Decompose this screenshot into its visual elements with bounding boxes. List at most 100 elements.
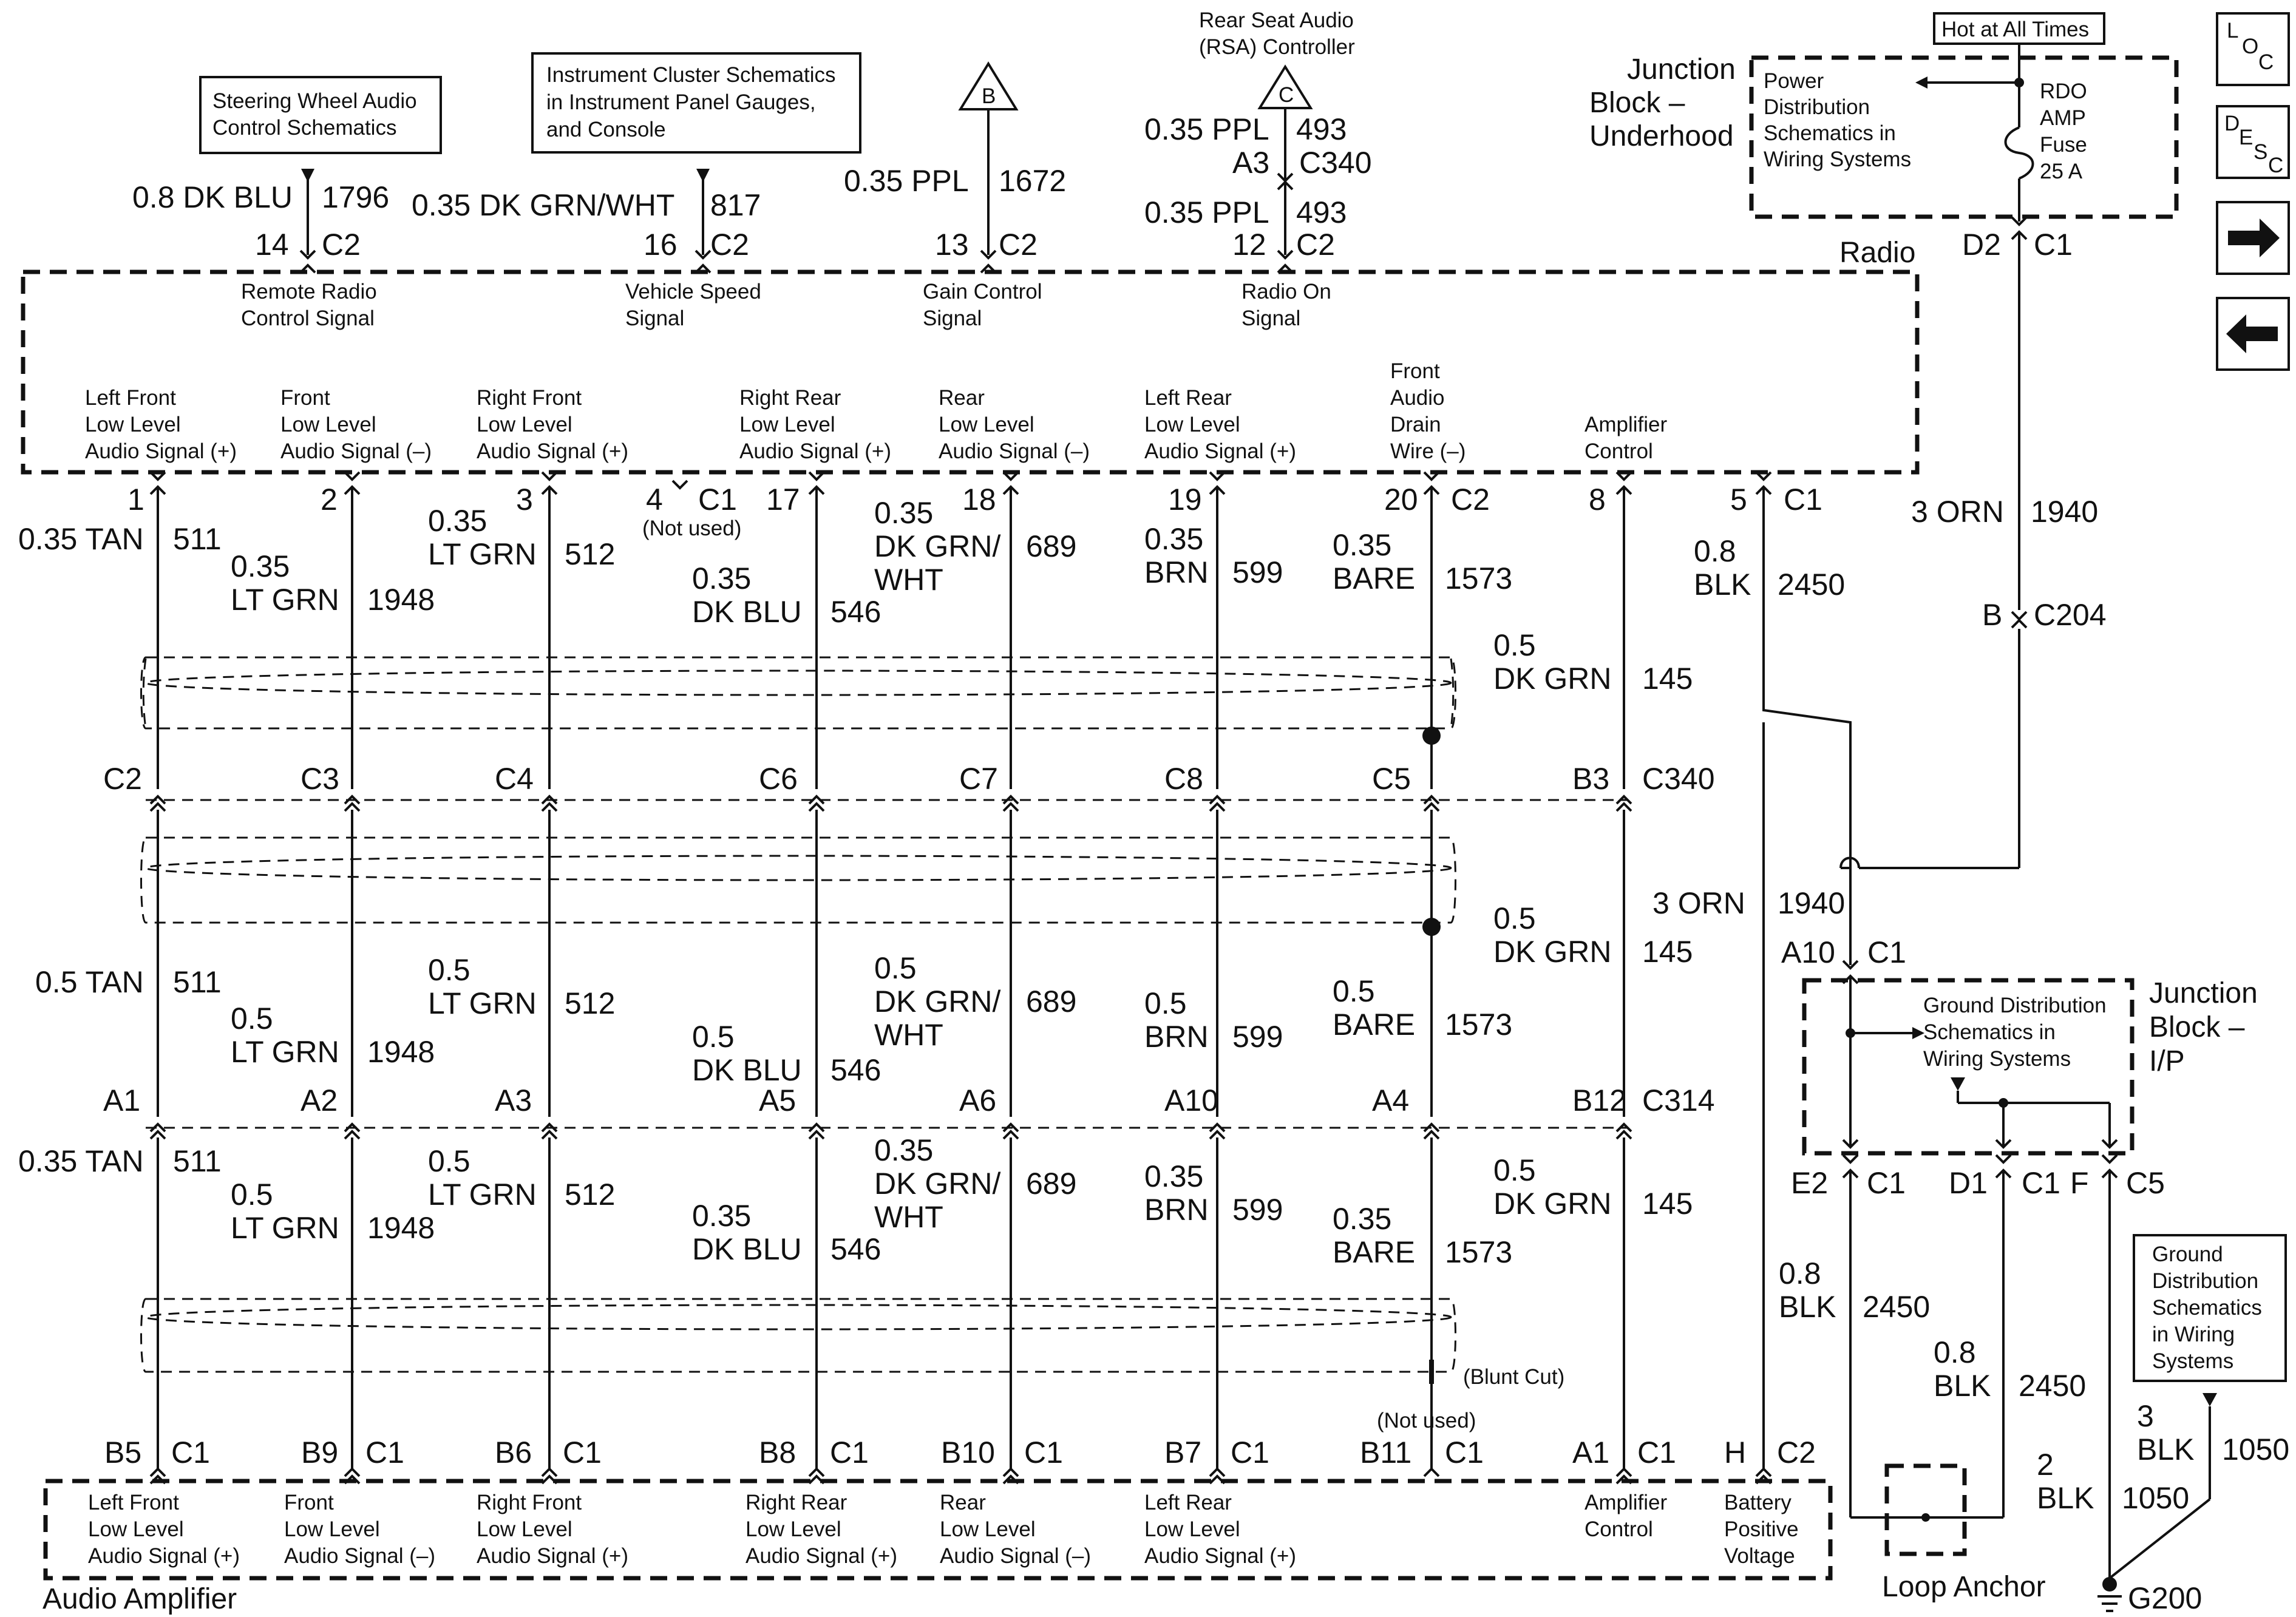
wire-text: BRN [1144, 1193, 1209, 1227]
ground-ref-ip: Ground Distribution [1923, 994, 2107, 1017]
wire-text: 511 [173, 1144, 222, 1178]
wire-text: BARE [1333, 1008, 1415, 1042]
svg-text:C: C [2258, 50, 2274, 74]
steering-wheel-ref[interactable]: Steering Wheel Audio Control Schematics [199, 76, 442, 154]
wire-text: 0.5 [428, 953, 470, 987]
wire-text: 0.35 [428, 504, 487, 538]
svg-text:Control Signal: Control Signal [241, 307, 375, 330]
radio-signal-label: Low Level [739, 413, 835, 436]
gain-ref-triangle[interactable]: B [958, 61, 1019, 110]
amplifier-pin: A1 [1572, 1436, 1609, 1470]
conn-c314: C314 [1642, 1083, 1715, 1117]
wire-text: 512 [565, 986, 615, 1020]
radio-signal-label: Front [280, 386, 330, 410]
amplifier-pin: H [1724, 1436, 1746, 1470]
amplifier-signal-label: Audio Signal (–) [284, 1544, 435, 1568]
amplifier-signal-label: Audio Signal (+) [477, 1544, 628, 1568]
ref-b: B [982, 84, 996, 108]
conn-c1: C1 [1784, 483, 1822, 517]
drain-splice [1422, 918, 1441, 936]
conn-c1: C1 [1867, 935, 1906, 969]
wire-text: 145 [1642, 935, 1693, 969]
circuit-817: 817 [710, 188, 761, 222]
wire-text: BARE [1333, 561, 1415, 595]
ground-ref-box[interactable]: Ground Distribution Schematics in Wiring… [2133, 1234, 2287, 1382]
pin-14: 14 [255, 228, 289, 262]
shield-upper [140, 656, 1456, 730]
cluster-ref-line1: Instrument Cluster Schematics [546, 63, 836, 87]
svg-text:Systems: Systems [2152, 1349, 2233, 1373]
amplifier-pin: B9 [301, 1436, 338, 1470]
svg-text:Signal: Signal [1241, 307, 1300, 330]
prev-page-button[interactable] [2216, 297, 2290, 371]
vehicle-speed-signal: Vehicle Speed [625, 280, 761, 303]
fuse-label: RDO [2040, 80, 2087, 103]
circuit-1050: 1050 [2222, 1432, 2289, 1466]
next-page-button[interactable] [2216, 201, 2290, 275]
pin-d2: D2 [1962, 228, 2001, 262]
conn-c5: C5 [2126, 1166, 2165, 1200]
amplifier-conn: C1 [1231, 1436, 1269, 1470]
svg-text:Schematics: Schematics [2152, 1296, 2262, 1320]
wire-text: 1948 [367, 1035, 435, 1069]
conn-c1: C1 [2022, 1166, 2060, 1200]
loc-button[interactable]: L O C [2216, 12, 2290, 86]
connector-pin: C7 [959, 762, 998, 796]
amplifier-conn: C1 [1445, 1436, 1484, 1470]
desc-button[interactable]: D E S C [2216, 105, 2290, 179]
connector-pin: A6 [959, 1083, 996, 1117]
wire-text: 0.35 [1333, 528, 1391, 562]
conn-c2: C2 [1296, 228, 1335, 262]
wire [1762, 487, 1852, 965]
wire-text: 0.5 [1493, 1153, 1536, 1187]
arrow-icon [301, 169, 314, 182]
wire-text: 0.5 [231, 1178, 273, 1212]
wire-text: LT GRN [231, 1035, 339, 1069]
arrow-icon [696, 169, 710, 182]
wire-text: 599 [1232, 555, 1283, 589]
wire-text: 0.5 [1493, 628, 1536, 662]
wire-text: 599 [1232, 1020, 1283, 1054]
amplifier-signal-label: Low Level [746, 1517, 841, 1541]
wire-text: DK GRN/ [874, 985, 1000, 1019]
radio-signal-label: Audio [1390, 386, 1445, 410]
radio-pin: 1 [127, 483, 144, 517]
cluster-ref-line2: in Instrument Panel Gauges, [546, 90, 816, 114]
svg-text:Ground: Ground [2152, 1242, 2223, 1266]
wire-label-1796: 0.8 DK BLU [132, 180, 293, 214]
cluster-ref-line3: and Console [546, 118, 666, 141]
svg-text:Block –: Block – [1589, 87, 1685, 119]
wire-text: DK GRN/ [874, 1167, 1000, 1201]
amplifier-signal-label: Control [1584, 1517, 1653, 1541]
wire-text: WHT [874, 1018, 943, 1052]
conn-c204: C204 [2034, 598, 2107, 632]
radio-signal-label: Audio Signal (+) [1144, 439, 1296, 463]
shield-low [140, 1298, 1456, 1373]
wire-text: BLK [1694, 568, 1751, 602]
svg-text:Schematics in: Schematics in [1764, 121, 1896, 145]
svg-text:C: C [2268, 154, 2283, 177]
svg-text:BLK: BLK [1934, 1369, 1991, 1403]
ground-g200: G200 [2128, 1581, 2202, 1615]
amplifier-conn: C1 [830, 1436, 869, 1470]
svg-text:I/P: I/P [2149, 1045, 2185, 1077]
rsa-ref-triangle[interactable]: C [1257, 64, 1313, 109]
amplifier-conn: C1 [171, 1436, 210, 1470]
wire-text: 0.8 [1694, 534, 1736, 568]
wire-text: 0.5 TAN [35, 965, 144, 999]
radio-on-signal: Radio On [1241, 280, 1331, 303]
circuit-1796: 1796 [322, 180, 389, 214]
amplifier-signal-label: Right Front [477, 1491, 582, 1514]
steering-ref-line1: Steering Wheel Audio [212, 89, 417, 113]
radio-signal-label: Amplifier [1584, 413, 1667, 436]
instrument-cluster-ref[interactable]: Instrument Cluster Schematics in Instrum… [531, 52, 861, 154]
radio-pin: 5 [1730, 483, 1747, 517]
wire-text: 0.5 [428, 1144, 470, 1178]
amplifier-signal-label: Front [284, 1491, 334, 1514]
radio-signal-label: Audio Signal (–) [280, 439, 432, 463]
arrow-icon [1912, 1027, 1924, 1039]
ref-c: C [1279, 83, 1294, 107]
radio-signal-label: Control [1584, 439, 1653, 463]
